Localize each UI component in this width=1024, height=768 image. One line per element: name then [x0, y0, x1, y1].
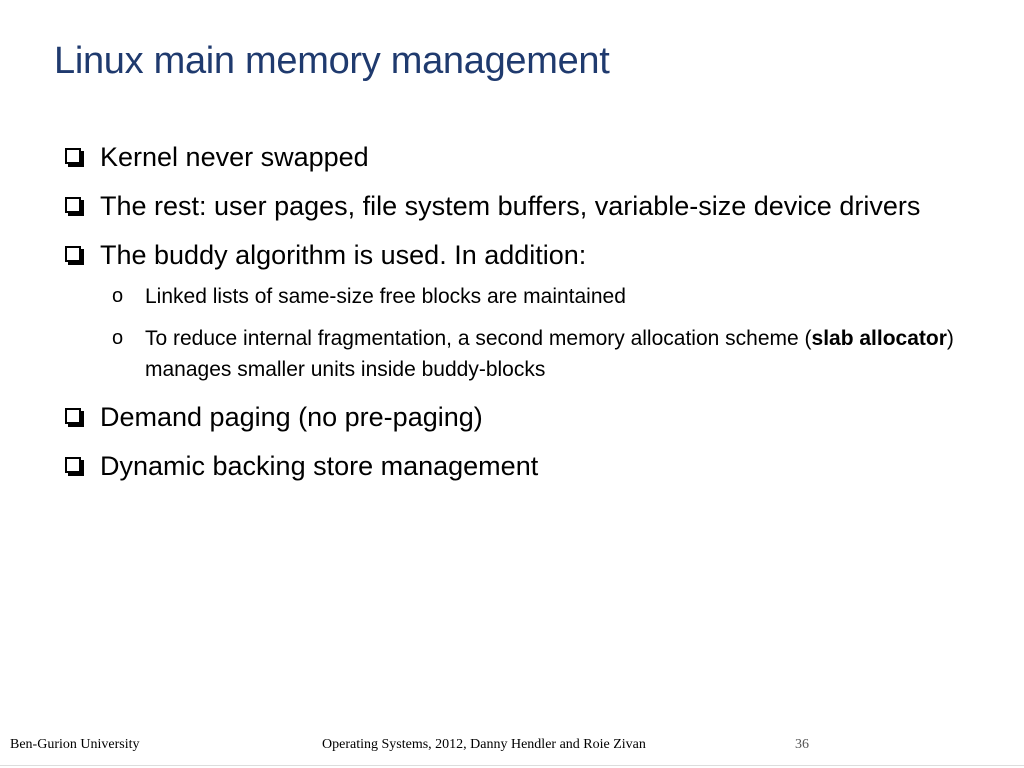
bullet-text: Demand paging (no pre-paging) [100, 402, 483, 432]
checkbox-bullet-icon [65, 246, 81, 262]
bullet-text: The buddy algorithm is used. In addition… [100, 240, 587, 270]
sub-bullet-text: To reduce internal fragmentation, a seco… [145, 327, 954, 381]
footer-university: Ben-Gurion University [10, 737, 140, 752]
bullet-text: Dynamic backing store management [100, 451, 539, 481]
slide-number: 36 [795, 737, 809, 752]
circle-bullet-icon: o [112, 285, 124, 307]
checkbox-bullet-icon [65, 197, 81, 213]
sub-bullet-text: Linked lists of same-size free blocks ar… [145, 285, 626, 308]
bullet-item: Demand paging (no pre-paging) [62, 397, 962, 437]
footer-divider [0, 765, 1024, 766]
bullet-item: Kernel never swapped [62, 137, 962, 177]
bullet-text: The rest: user pages, file system buffer… [100, 191, 921, 221]
slide-title: Linux main memory management [54, 40, 610, 82]
sub-bullet-item: o To reduce internal fragmentation, a se… [62, 323, 962, 385]
bullet-item: The rest: user pages, file system buffer… [62, 186, 962, 226]
checkbox-bullet-icon [65, 457, 81, 473]
slab-allocator-term: slab allocator [811, 327, 947, 350]
sub-bullet-item: o Linked lists of same-size free blocks … [62, 281, 962, 312]
checkbox-bullet-icon [65, 408, 81, 424]
circle-bullet-icon: o [112, 327, 124, 349]
bullet-text: Kernel never swapped [100, 142, 369, 172]
bullet-item: Dynamic backing store management [62, 446, 962, 486]
bullet-list: Kernel never swapped The rest: user page… [62, 137, 962, 495]
checkbox-bullet-icon [65, 148, 81, 164]
footer-course-info: Operating Systems, 2012, Danny Hendler a… [322, 737, 646, 752]
bullet-item: The buddy algorithm is used. In addition… [62, 235, 962, 275]
